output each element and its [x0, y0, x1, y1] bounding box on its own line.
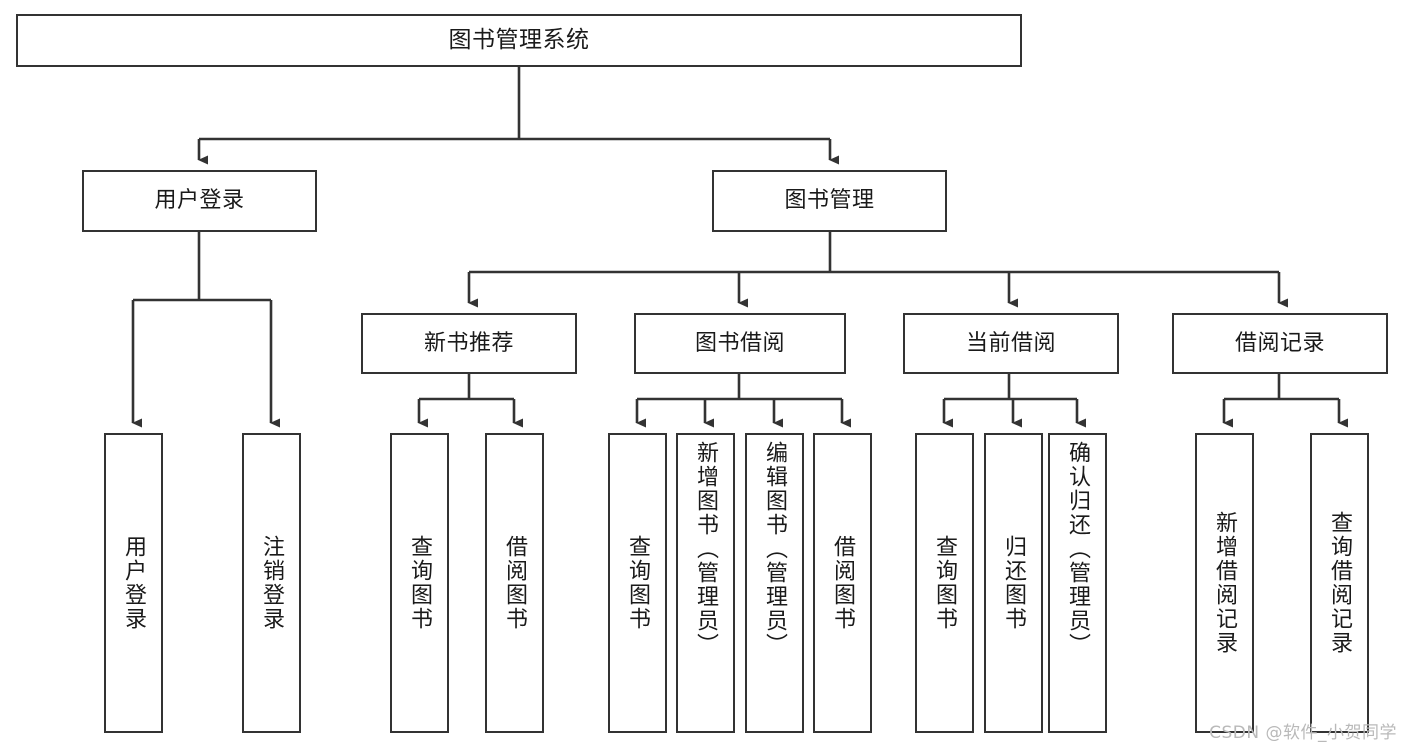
- node-label: 注销登录: [259, 535, 284, 631]
- node-label: 查询借阅记录: [1327, 511, 1352, 655]
- node-leaf-query-book-current[interactable]: 查询图书: [915, 433, 974, 733]
- node-label: 借阅图书: [830, 535, 855, 631]
- node-leaf-add-book-admin[interactable]: 新增图书（管理员）: [676, 433, 735, 733]
- node-label: 新增图书（管理员）: [693, 441, 718, 657]
- node-leaf-add-borrow-record[interactable]: 新增借阅记录: [1195, 433, 1254, 733]
- node-leaf-edit-book-admin[interactable]: 编辑图书（管理员）: [745, 433, 804, 733]
- node-label: 借阅图书: [502, 535, 527, 631]
- node-leaf-user-login[interactable]: 用户登录: [104, 433, 163, 733]
- node-label: 图书管理: [784, 188, 875, 214]
- node-user-login[interactable]: 用户登录: [82, 170, 317, 232]
- node-label: 新增借阅记录: [1212, 511, 1237, 655]
- node-book-borrow[interactable]: 图书借阅: [634, 313, 846, 374]
- node-label: 归还图书: [1001, 535, 1026, 631]
- node-label: 当前借阅: [965, 330, 1056, 356]
- node-leaf-query-book-borrow[interactable]: 查询图书: [608, 433, 667, 733]
- node-label: 图书管理系统: [448, 26, 590, 53]
- node-leaf-logout[interactable]: 注销登录: [242, 433, 301, 733]
- node-label: 查询图书: [625, 535, 650, 631]
- node-borrow-record[interactable]: 借阅记录: [1172, 313, 1388, 374]
- node-leaf-query-borrow-record[interactable]: 查询借阅记录: [1310, 433, 1369, 733]
- node-leaf-query-book-newbook[interactable]: 查询图书: [390, 433, 449, 733]
- node-leaf-borrow-book[interactable]: 借阅图书: [813, 433, 872, 733]
- node-label: 图书借阅: [694, 330, 785, 356]
- node-label: 确认归还（管理员）: [1065, 441, 1090, 657]
- node-label: 借阅记录: [1234, 330, 1325, 356]
- node-leaf-confirm-return-admin[interactable]: 确认归还（管理员）: [1048, 433, 1107, 733]
- node-leaf-return-book[interactable]: 归还图书: [984, 433, 1043, 733]
- node-label: 用户登录: [154, 188, 245, 214]
- node-new-book-recommend[interactable]: 新书推荐: [361, 313, 577, 374]
- node-leaf-borrow-book-newbook[interactable]: 借阅图书: [485, 433, 544, 733]
- node-label: 查询图书: [407, 535, 432, 631]
- node-label: 编辑图书（管理员）: [762, 441, 787, 657]
- node-book-management[interactable]: 图书管理: [712, 170, 947, 232]
- node-current-borrow[interactable]: 当前借阅: [903, 313, 1119, 374]
- node-label: 查询图书: [932, 535, 957, 631]
- node-root-system[interactable]: 图书管理系统: [16, 14, 1022, 67]
- node-label: 用户登录: [121, 535, 146, 631]
- node-label: 新书推荐: [423, 330, 514, 356]
- watermark-text: CSDN @软件_小贺同学: [1209, 723, 1397, 743]
